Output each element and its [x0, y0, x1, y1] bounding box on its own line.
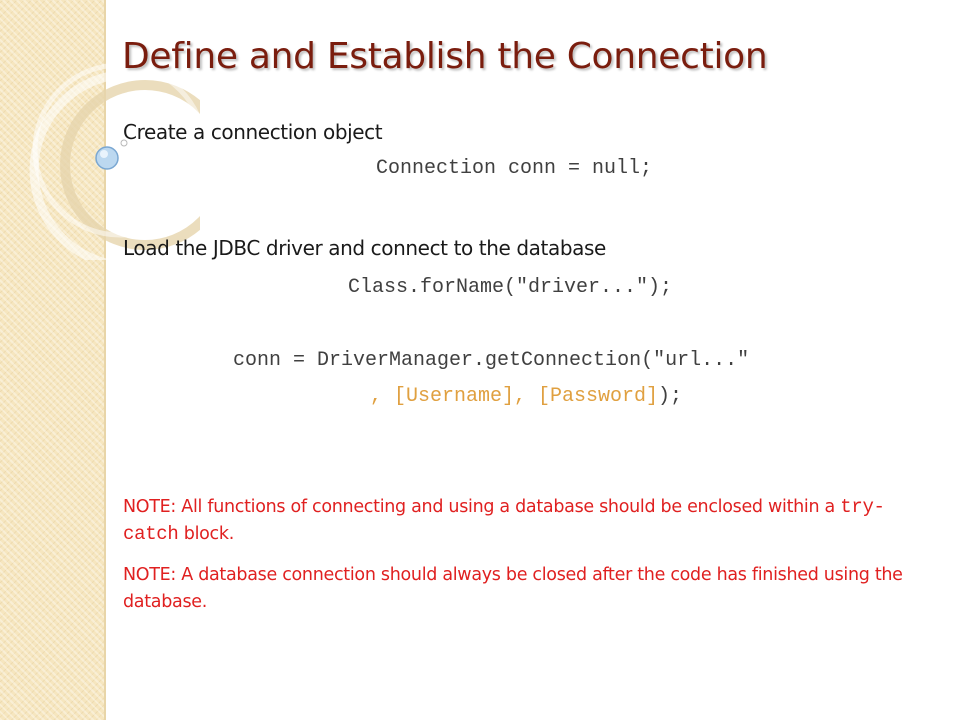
note-try-catch-prefix: NOTE: All functions of connecting and us…	[123, 497, 841, 517]
code-get-connection: conn = DriverManager.getConnection("url.…	[233, 349, 750, 372]
note-try-catch-code: try-catch	[123, 496, 885, 545]
small-dot-icon	[120, 139, 128, 147]
bullet-create-connection: Create a connection object	[123, 120, 383, 144]
slide-title: Define and Establish the Connection	[122, 36, 768, 77]
code-credentials: , [Username], [Password]);	[370, 385, 682, 408]
code-credentials-args: , [Username], [Password]	[370, 385, 659, 408]
blue-dot-icon	[95, 146, 119, 170]
note-try-catch: NOTE: All functions of connecting and us…	[123, 494, 923, 548]
note-close-connection: NOTE: A database connection should alway…	[123, 565, 903, 612]
code-class-forname: Class.forName("driver...");	[348, 276, 673, 299]
code-credentials-close: );	[658, 385, 683, 408]
code-connection-decl: Connection conn = null;	[376, 157, 653, 180]
note-try-catch-suffix: block.	[178, 524, 235, 544]
bullet-load-driver: Load the JDBC driver and connect to the …	[123, 236, 606, 260]
decorative-circles	[29, 62, 200, 260]
